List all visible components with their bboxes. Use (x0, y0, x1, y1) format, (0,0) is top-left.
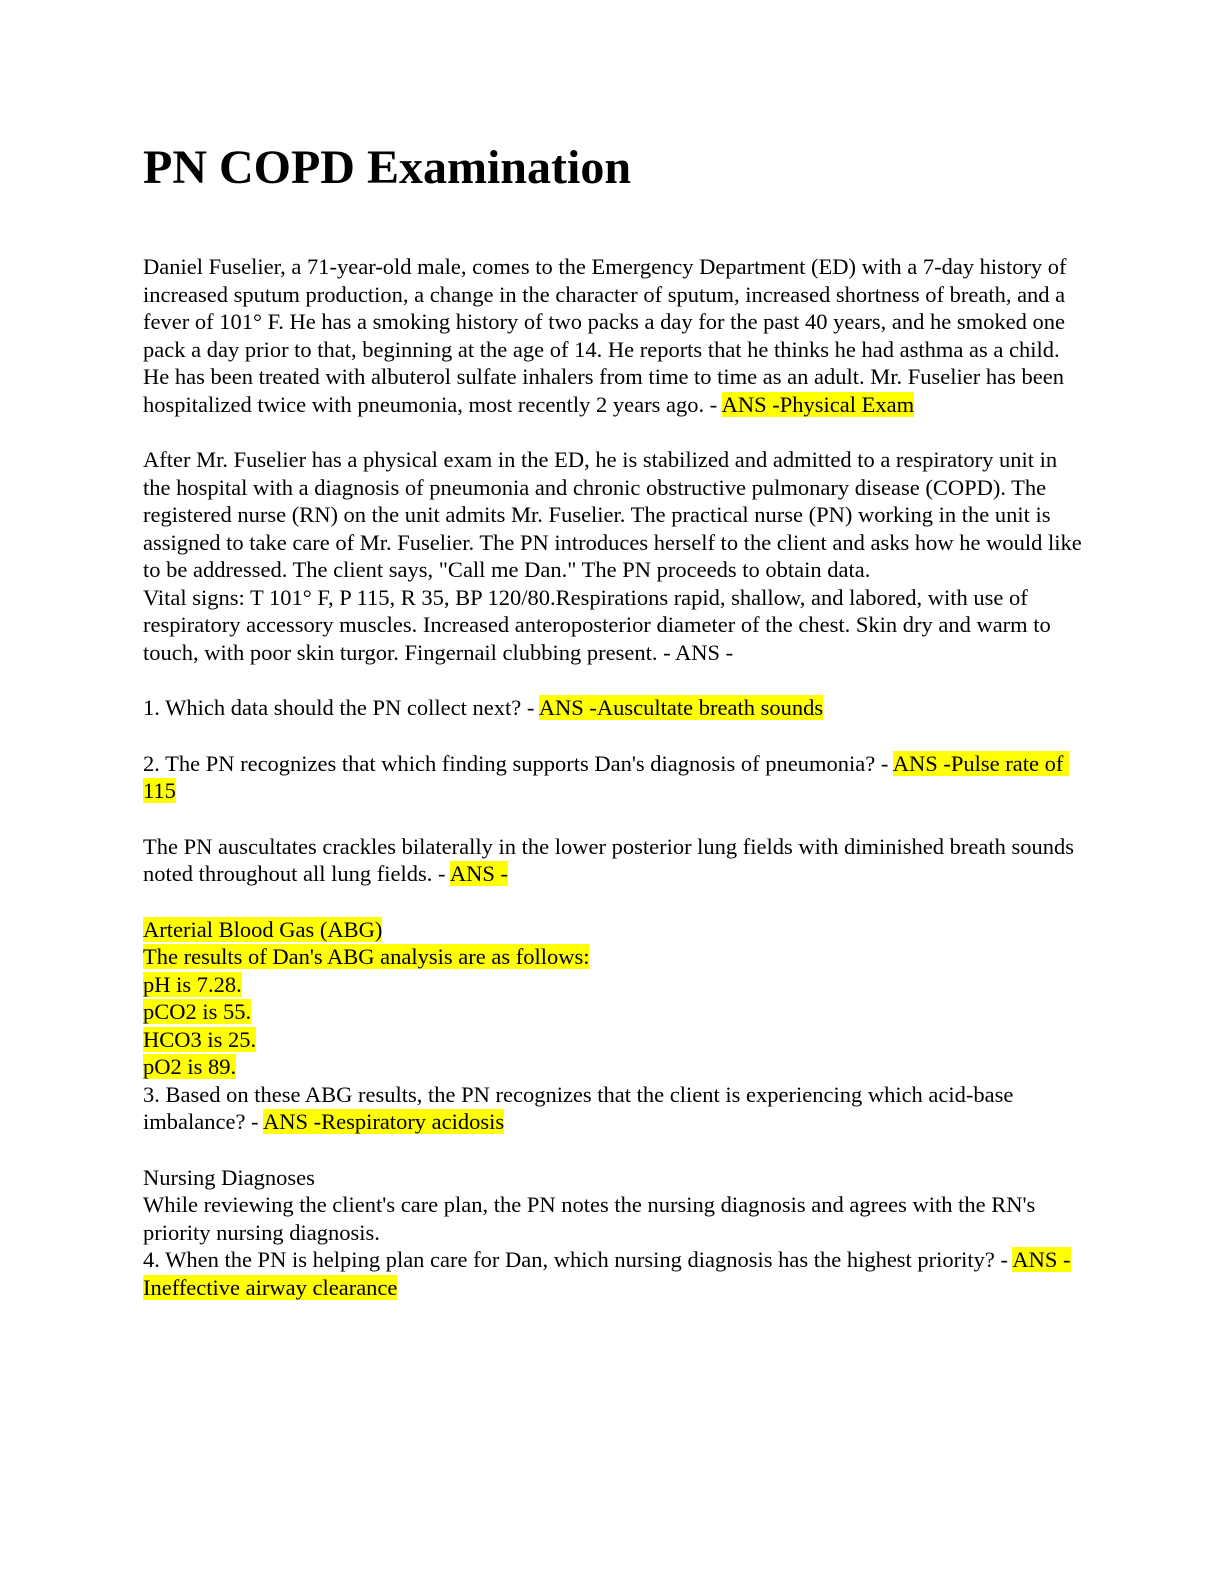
paragraph-nursing-diagnoses-question-4: Nursing Diagnoses While reviewing the cl… (143, 1164, 1083, 1302)
text-run: The PN auscultates crackles bilaterally … (143, 833, 1080, 887)
highlighted-answer-blank: ANS - (449, 861, 508, 887)
text-run: Daniel Fuselier, a 71-year-old male, com… (143, 254, 1073, 417)
paragraph-intro-history: Daniel Fuselier, a 71-year-old male, com… (143, 253, 1083, 418)
paragraph-abg-question-3: Arterial Blood Gas (ABG) The results of … (143, 916, 1083, 1136)
highlighted-answer-respiratory-acidosis: ANS -Respiratory acidosis (262, 1109, 505, 1135)
paragraph-auscultation-findings: The PN auscultates crackles bilaterally … (143, 833, 1083, 888)
text-run: Nursing Diagnoses While reviewing the cl… (143, 1164, 1036, 1273)
text-run: 3. Based on these ABG results, the PN re… (143, 1081, 1014, 1135)
text-run: 2. The PN recognizes that which finding … (143, 750, 893, 776)
highlighted-abg-results: Arterial Blood Gas (ABG) The results of … (143, 916, 590, 1080)
document-title: PN COPD Examination (143, 141, 632, 194)
text-run: 1. Which data should the PN collect next… (143, 695, 539, 721)
question-1: 1. Which data should the PN collect next… (143, 694, 1083, 722)
paragraph-admission-vital-signs: After Mr. Fuselier has a physical exam i… (143, 446, 1083, 666)
highlighted-answer-physical-exam: ANS -Physical Exam (721, 391, 915, 417)
highlighted-answer-auscultate: ANS -Auscultate breath sounds (538, 695, 824, 721)
document-page: PN COPD Examination Daniel Fuselier, a 7… (143, 140, 1083, 1301)
question-2: 2. The PN recognizes that which finding … (143, 750, 1083, 805)
text-run: After Mr. Fuselier has a physical exam i… (143, 447, 1082, 665)
